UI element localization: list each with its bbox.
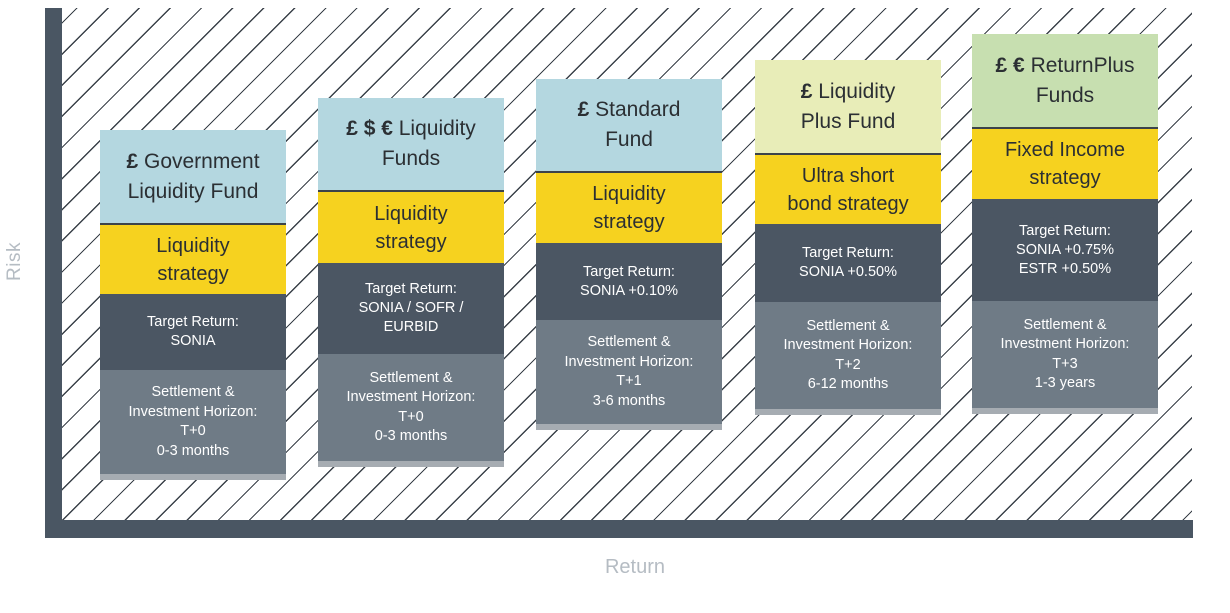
target-line: SONIA	[170, 333, 216, 349]
currency-symbols: £	[126, 149, 139, 173]
target-return-block: Target Return: SONIA +0.10%	[536, 243, 722, 320]
y-axis-label: Risk	[4, 242, 25, 281]
currency-symbols: £	[800, 79, 813, 103]
settlement-line: Settlement &	[151, 384, 235, 400]
column-shadow	[100, 474, 286, 480]
fund-name-line: ReturnPlus	[1030, 53, 1135, 77]
strategy-block: Ultra short bond strategy	[755, 153, 941, 224]
settlement-block: Settlement & Investment Horizon: T+0 0-3…	[318, 354, 504, 461]
fund-column-liquidity-funds: £ $ € Liquidity Funds Liquidity strategy…	[318, 98, 504, 467]
target-line: SONIA +0.75%	[1016, 241, 1114, 258]
fund-column-standard-fund: £ Standard Fund Liquidity strategy Targe…	[536, 79, 722, 430]
target-line: Target Return:	[583, 263, 675, 280]
fund-name-line: Plus Fund	[800, 109, 896, 133]
target-return-block: Target Return: SONIA +0.50%	[755, 224, 941, 302]
strategy-line: strategy	[157, 262, 229, 285]
settlement-line: Investment Horizon:	[783, 337, 913, 353]
settlement-line: T+2	[835, 356, 861, 373]
target-line: Target Return:	[147, 314, 239, 330]
x-axis-label: Return	[604, 556, 666, 578]
settlement-line: T+3	[1052, 355, 1078, 372]
fund-name-line: Standard	[595, 98, 681, 121]
target-return-block: Target Return: SONIA	[100, 294, 286, 370]
strategy-block: Liquidity strategy	[100, 223, 286, 294]
target-return-block: Target Return: SONIA / SOFR / EURBID	[318, 263, 504, 354]
column-shadow	[972, 408, 1158, 414]
fund-header: £ Government Liquidity Fund	[100, 130, 286, 223]
settlement-line: Investment Horizon:	[1000, 336, 1130, 352]
strategy-line: bond strategy	[787, 192, 909, 215]
target-line: Target Return:	[1019, 222, 1111, 239]
fund-name-line: Liquidity	[398, 117, 476, 140]
settlement-line: Investment Horizon:	[128, 403, 258, 420]
settlement-block: Settlement & Investment Horizon: T+0 0-3…	[100, 370, 286, 474]
settlement-line: Settlement &	[369, 369, 453, 386]
settlement-line: 0-3 months	[156, 442, 230, 459]
strategy-block: Fixed Income strategy	[972, 127, 1158, 199]
target-line: SONIA / SOFR /	[358, 300, 464, 316]
fund-header: £ Liquidity Plus Fund	[755, 60, 941, 153]
column-shadow	[536, 424, 722, 430]
currency-symbols: £ $ €	[346, 117, 393, 140]
strategy-line: Fixed Income	[1004, 139, 1126, 161]
settlement-line: Settlement &	[806, 317, 890, 334]
fund-name-line: Liquidity	[818, 79, 896, 103]
settlement-line: Settlement &	[1023, 316, 1107, 333]
target-line: Target Return:	[802, 245, 894, 261]
fund-name-line: Liquidity Fund	[127, 179, 259, 203]
fund-column-liquidity-plus: £ Liquidity Plus Fund Ultra short bond s…	[755, 60, 941, 415]
settlement-block: Settlement & Investment Horizon: T+2 6-1…	[755, 302, 941, 409]
settlement-block: Settlement & Investment Horizon: T+3 1-3…	[972, 301, 1158, 408]
settlement-line: Investment Horizon:	[564, 353, 694, 370]
column-shadow	[318, 461, 504, 467]
settlement-line: 3-6 months	[592, 392, 666, 409]
settlement-block: Settlement & Investment Horizon: T+1 3-6…	[536, 320, 722, 424]
fund-header: £ € ReturnPlus Funds	[972, 34, 1158, 127]
y-axis	[45, 8, 62, 538]
strategy-line: Liquidity	[592, 183, 666, 205]
settlement-line: Investment Horizon:	[346, 389, 476, 405]
fund-column-returnplus: £ € ReturnPlus Funds Fixed Income strate…	[972, 34, 1158, 414]
strategy-line: Ultra short	[801, 164, 895, 187]
strategy-line: strategy	[1029, 167, 1101, 189]
strategy-block: Liquidity strategy	[536, 171, 722, 243]
strategy-line: strategy	[593, 211, 665, 233]
fund-name-line: Government	[143, 149, 260, 173]
column-shadow	[755, 409, 941, 415]
fund-name-line: Fund	[605, 128, 653, 151]
target-return-block: Target Return: SONIA +0.75% ESTR +0.50%	[972, 199, 1158, 301]
x-axis	[45, 520, 1193, 538]
target-line: Target Return:	[365, 281, 457, 297]
fund-column-government-liquidity: £ Government Liquidity Fund Liquidity st…	[100, 130, 286, 480]
settlement-line: 0-3 months	[374, 428, 448, 444]
fund-header: £ $ € Liquidity Funds	[318, 98, 504, 190]
target-line: SONIA +0.50%	[799, 264, 897, 280]
target-line: ESTR +0.50%	[1018, 260, 1112, 277]
settlement-line: T+0	[180, 423, 206, 439]
fund-name-line: Funds	[1035, 83, 1095, 107]
currency-symbols: £	[577, 98, 590, 121]
currency-symbols: £ €	[995, 53, 1025, 77]
strategy-block: Liquidity strategy	[318, 190, 504, 263]
strategy-line: Liquidity	[374, 202, 448, 225]
settlement-line: Settlement &	[587, 334, 671, 350]
strategy-line: strategy	[375, 230, 447, 253]
target-line: SONIA +0.10%	[580, 282, 678, 299]
target-line: EURBID	[383, 319, 439, 335]
fund-header: £ Standard Fund	[536, 79, 722, 171]
settlement-line: T+1	[616, 373, 642, 389]
settlement-line: 1-3 years	[1034, 375, 1096, 391]
settlement-line: T+0	[398, 408, 424, 425]
fund-name-line: Funds	[381, 147, 441, 170]
strategy-line: Liquidity	[156, 234, 230, 257]
settlement-line: 6-12 months	[807, 376, 889, 392]
